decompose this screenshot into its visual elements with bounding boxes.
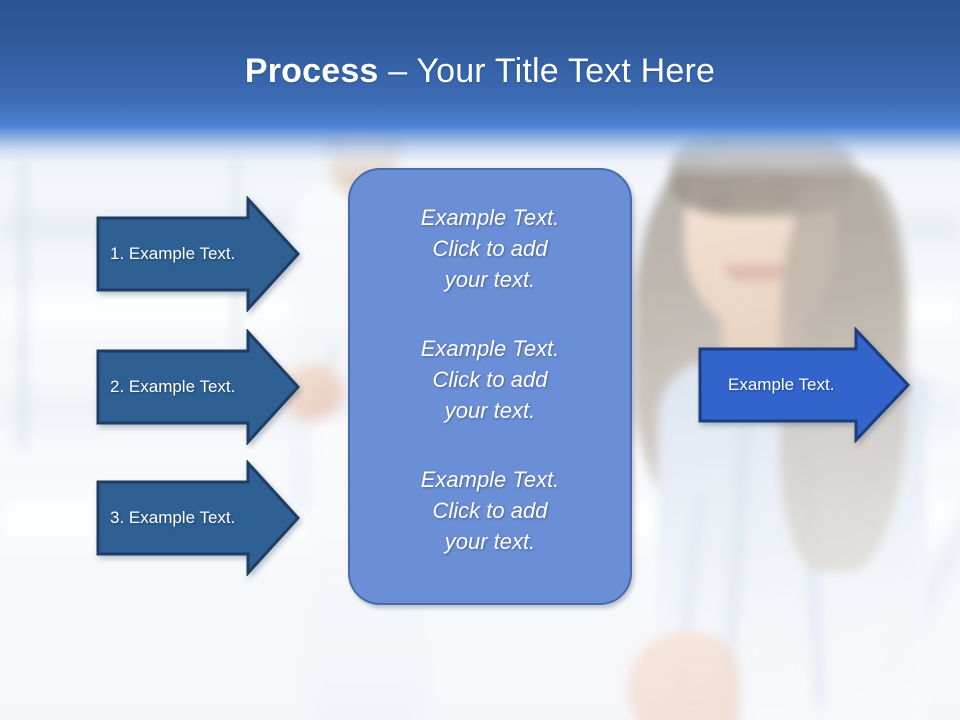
step-arrow-2[interactable]: 2. Example Text. (96, 329, 300, 445)
nurse-mouth (724, 264, 788, 280)
nurse-arm (628, 632, 740, 720)
page-title: Process – Your Title Text Here (0, 50, 960, 92)
step-arrow-3[interactable]: 3. Example Text. (96, 460, 300, 576)
background-window-mullion-left (18, 150, 28, 450)
arrow-right-icon (96, 460, 300, 576)
page-title-bold: Process (244, 52, 379, 90)
page-title-rest: – Your Title Text Here (378, 52, 716, 90)
panel-text-block-3[interactable]: Example Text. Click to add your text. (420, 467, 560, 554)
step-arrow-1[interactable]: 1. Example Text. (96, 196, 300, 312)
panel-text-block-1[interactable]: Example Text. Click to add your text. (420, 205, 560, 292)
center-content-panel[interactable]: Example Text. Click to add your text. Ex… (348, 168, 632, 605)
panel-text-block-2[interactable]: Example Text. Click to add your text. (420, 336, 560, 423)
output-arrow[interactable]: Example Text. (698, 327, 910, 443)
arrow-right-icon (96, 196, 300, 312)
arrow-right-icon (698, 327, 910, 443)
header-band (0, 0, 960, 180)
arrow-right-icon (96, 329, 300, 445)
